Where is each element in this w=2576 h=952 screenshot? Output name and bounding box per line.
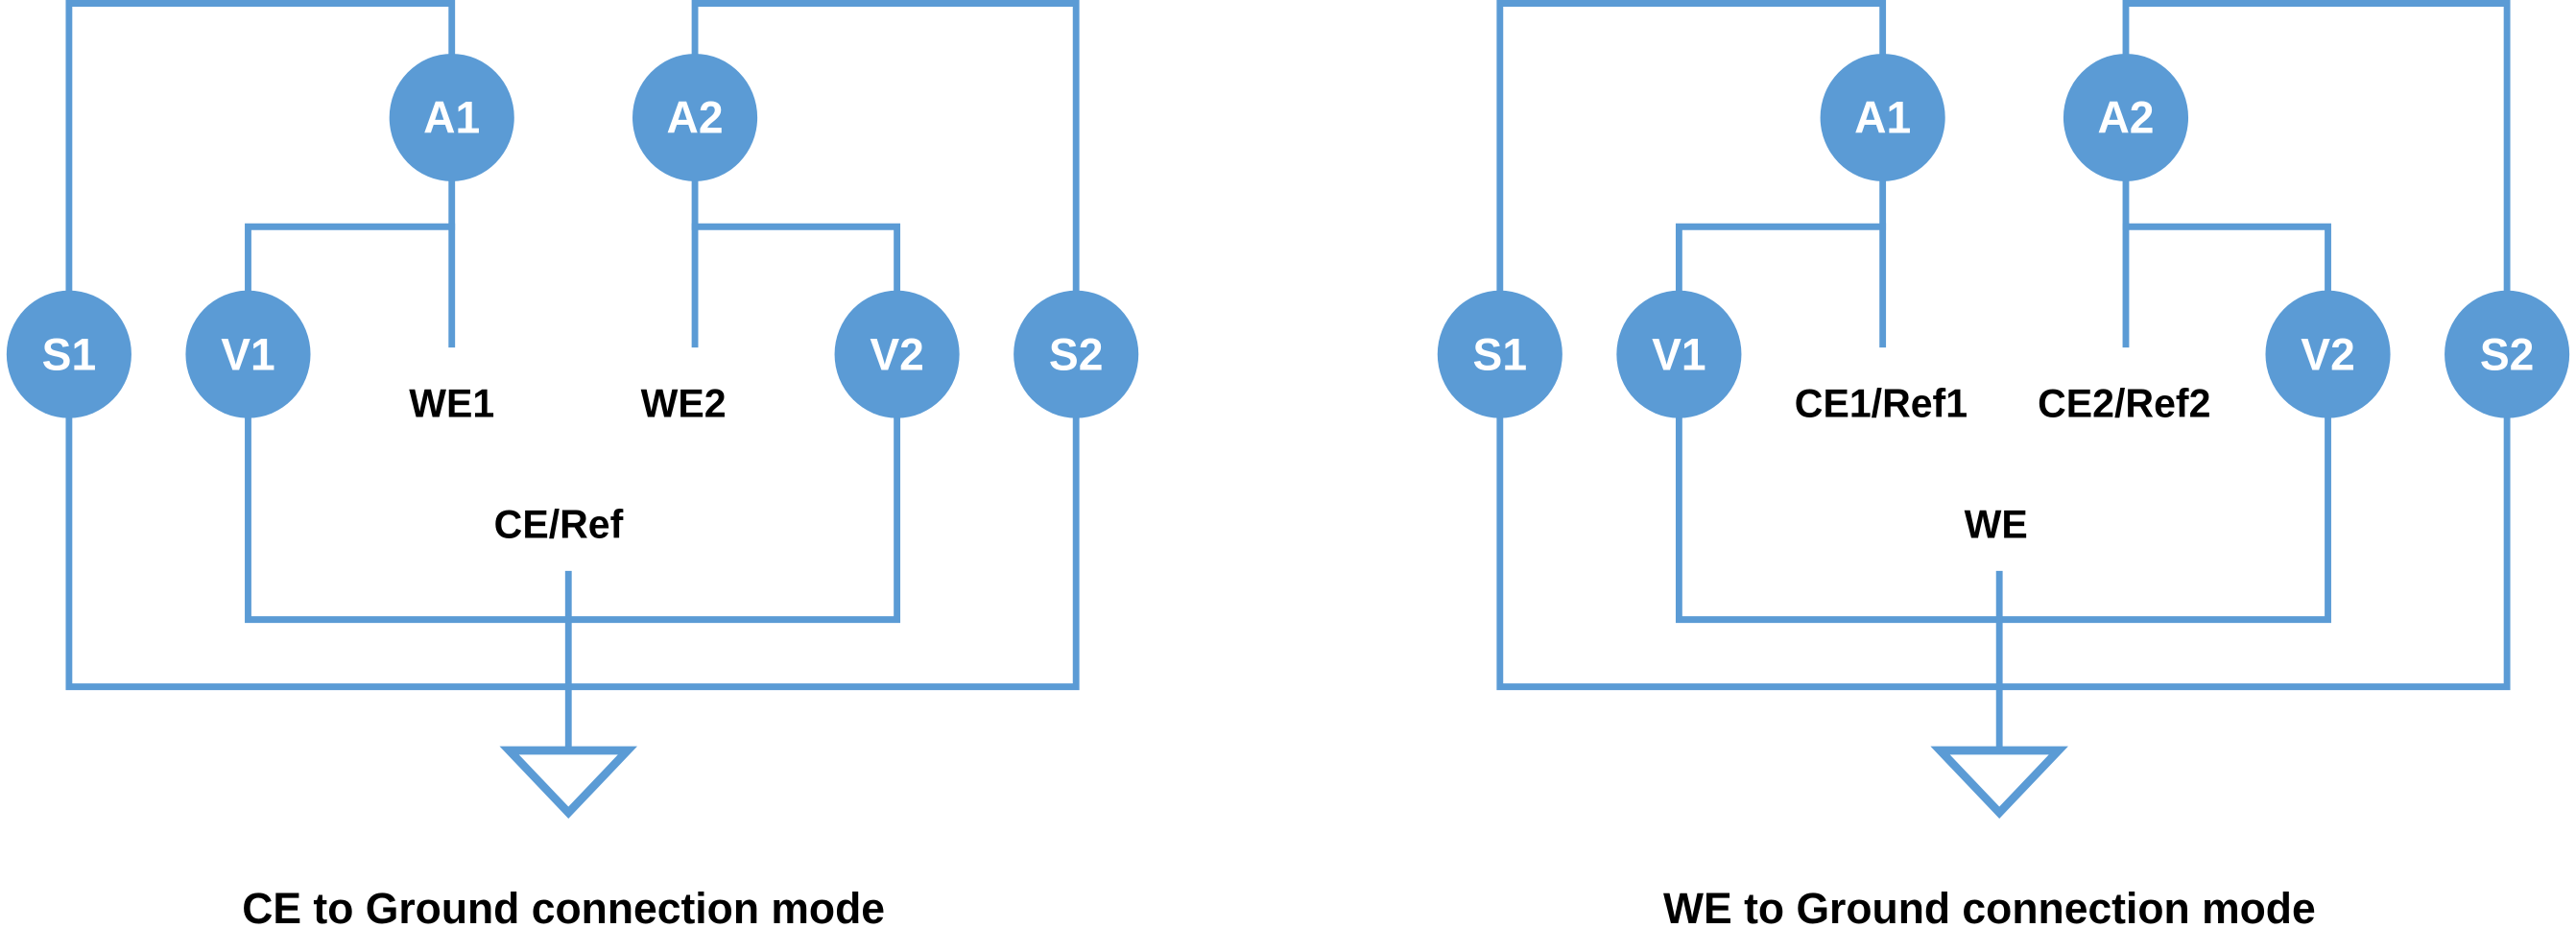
panel-caption: CE to Ground connection mode	[242, 884, 885, 934]
electrode-label-left: WE1	[409, 380, 494, 426]
ground-icon	[499, 746, 638, 820]
node-v1: V1	[1616, 290, 1742, 418]
node-s2: S2	[1014, 290, 1139, 418]
node-a1-label: A1	[423, 92, 480, 143]
node-a2-label: A2	[667, 92, 724, 143]
node-v1: V1	[185, 290, 311, 418]
node-s2: S2	[2445, 290, 2570, 418]
node-a2-label: A2	[2097, 92, 2154, 143]
node-a2: A2	[2063, 53, 2189, 181]
electrode-label-common: WE	[1965, 501, 2028, 547]
ground-icon	[1930, 746, 2068, 820]
electrode-label-common: CE/Ref	[494, 501, 624, 547]
node-s1-label: S1	[42, 329, 97, 380]
wire-s1-s2-bottom	[1496, 350, 2511, 691]
electrode-label-left: CE1/Ref1	[1795, 380, 1968, 426]
node-s1-label: S1	[1473, 329, 1528, 380]
node-v1-label: V1	[1652, 329, 1706, 380]
wire-v1-v2-bottom	[1675, 350, 2331, 624]
node-v2: V2	[834, 290, 960, 418]
node-v2: V2	[2265, 290, 2391, 418]
node-a1: A1	[389, 53, 514, 181]
panel-caption: WE to Ground connection mode	[1663, 884, 2316, 934]
node-v2-label: V2	[870, 329, 924, 380]
electrode-label-right: CE2/Ref2	[2038, 380, 2210, 426]
node-v2-label: V2	[2301, 329, 2355, 380]
wire-s1-s2-bottom	[65, 350, 1080, 691]
node-s2-label: S2	[2480, 329, 2535, 380]
electrode-label-right: WE2	[641, 380, 727, 426]
node-v1-label: V1	[221, 329, 275, 380]
panel-ce-to-ground: S1 V1 A1 A2 V2 S2 WE1 WE2 CE/Ref CE to G…	[6, 0, 1139, 934]
node-s1: S1	[1437, 290, 1562, 418]
node-s2-label: S2	[1049, 329, 1104, 380]
node-a1: A1	[1820, 53, 1945, 181]
panel-we-to-ground: S1 V1 A1 A2 V2 S2 CE1/Ref1 CE2/Ref2 WE W…	[1437, 0, 2570, 934]
node-a2: A2	[632, 53, 758, 181]
wire-v1-v2-bottom	[245, 350, 901, 624]
node-a1-label: A1	[1854, 92, 1911, 143]
node-s1: S1	[6, 290, 131, 418]
